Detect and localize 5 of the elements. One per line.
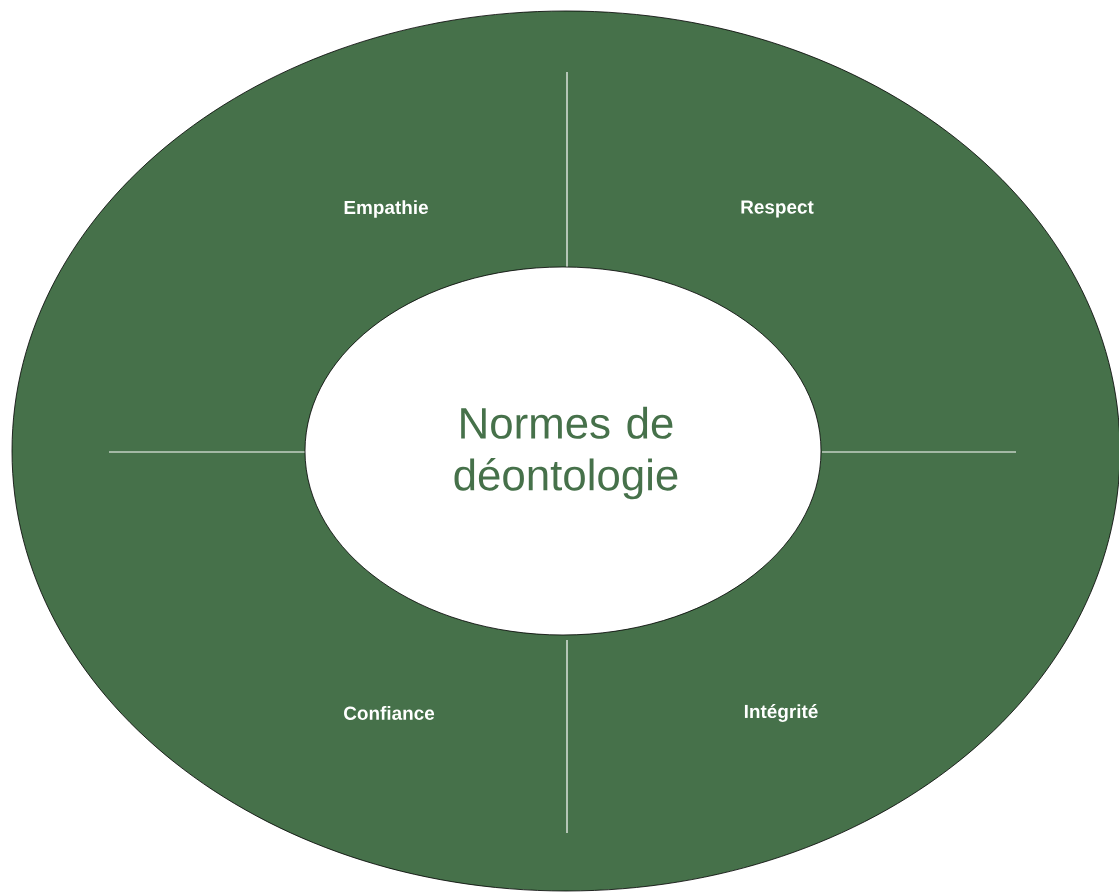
quadrant-label: Respect — [741, 200, 814, 218]
center-text: Normes de déontologie — [454, 406, 678, 500]
quadrant-label: Empathie — [344, 200, 428, 218]
quadrant-label: Intégrité — [744, 704, 818, 722]
quadrant-label: Confiance — [344, 706, 435, 720]
